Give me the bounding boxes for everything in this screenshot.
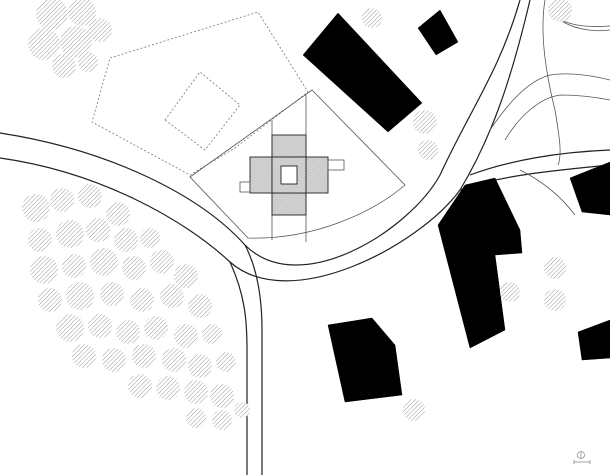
tree-canopy	[130, 288, 154, 312]
tree-canopy	[100, 282, 124, 306]
tree-canopy	[174, 324, 198, 348]
tree-canopy	[403, 399, 425, 421]
tree-canopy	[156, 376, 180, 400]
neighbour-plot	[91, 11, 309, 176]
tree-canopy	[22, 194, 50, 222]
tree-canopy	[212, 410, 232, 430]
tree-canopy	[418, 140, 438, 160]
tree-canopy	[68, 0, 96, 26]
tree-canopy	[362, 8, 382, 28]
tree-canopy	[174, 264, 198, 288]
tree-canopy	[114, 228, 138, 252]
tree-canopy	[28, 228, 52, 252]
tree-canopy	[106, 202, 130, 226]
tree-canopy	[186, 408, 206, 428]
tree-canopy	[36, 0, 68, 30]
tree-canopy	[28, 28, 60, 60]
tree-canopy	[128, 374, 152, 398]
tree-canopy	[116, 320, 140, 344]
north-arrow-icon	[577, 451, 585, 459]
courtyard-house	[239, 134, 345, 216]
tree-canopy	[544, 289, 566, 311]
scale-bar-icon	[573, 460, 591, 464]
tree-canopy	[144, 316, 168, 340]
tree-canopy	[140, 228, 160, 248]
neighbour-buildings	[302, 9, 610, 403]
tree-canopy	[500, 282, 520, 302]
tree-canopy	[60, 26, 92, 58]
tree-canopy	[216, 352, 236, 372]
trees	[22, 0, 572, 430]
tree-canopy	[162, 348, 186, 372]
tree-canopy	[188, 354, 212, 378]
tree-canopy	[234, 402, 250, 418]
tree-canopy	[38, 288, 62, 312]
tree-canopy	[202, 324, 222, 344]
tree-canopy	[160, 284, 184, 308]
tree-canopy	[72, 344, 96, 368]
tree-canopy	[184, 380, 208, 404]
tree-canopy	[122, 256, 146, 280]
tree-canopy	[78, 184, 102, 208]
tree-canopy	[66, 282, 94, 310]
tree-canopy	[88, 314, 112, 338]
tree-canopy	[150, 250, 174, 274]
tree-canopy	[188, 294, 212, 318]
tree-canopy	[544, 257, 566, 279]
tree-canopy	[90, 248, 118, 276]
tree-canopy	[50, 188, 74, 212]
tree-canopy	[86, 218, 110, 242]
tree-canopy	[413, 110, 437, 134]
tree-canopy	[62, 254, 86, 278]
tree-canopy	[30, 256, 58, 284]
tree-canopy	[56, 314, 84, 342]
tree-canopy	[56, 220, 84, 248]
tree-canopy	[52, 54, 76, 78]
tree-canopy	[102, 348, 126, 372]
tree-canopy	[88, 18, 112, 42]
tree-canopy	[210, 384, 234, 408]
tree-canopy	[548, 0, 572, 22]
tree-canopy	[78, 52, 98, 72]
tree-canopy	[132, 344, 156, 368]
